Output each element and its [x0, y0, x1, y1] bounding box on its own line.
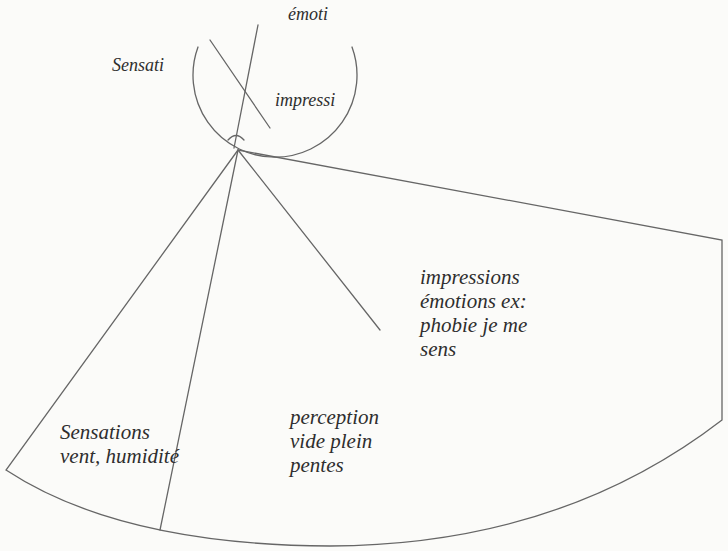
outline-path: [6, 150, 722, 546]
handwritten-note: émoti: [288, 4, 328, 25]
handwritten-note: impressi: [275, 90, 335, 111]
apex-mark: [228, 136, 244, 141]
handwritten-note: Sensations vent, humidité: [60, 420, 180, 468]
crossing-line: [210, 40, 270, 128]
perception-fan: Sensations vent, humidité perception vide…: [0, 140, 728, 551]
sketch-outline: [0, 140, 728, 551]
handwritten-note: Sensati: [112, 55, 164, 76]
crossing-line: [234, 25, 258, 148]
fan-ray: [238, 150, 380, 330]
handwritten-note: perception vide plein pentes: [290, 405, 410, 477]
emotion-circle: Sensati émoti impressi: [100, 0, 362, 170]
sketch-outline: [100, 0, 362, 170]
outline-path: [193, 47, 357, 157]
fan-ray: [160, 150, 238, 530]
handwritten-note: impressions émotions ex: phobie je me se…: [420, 265, 535, 362]
